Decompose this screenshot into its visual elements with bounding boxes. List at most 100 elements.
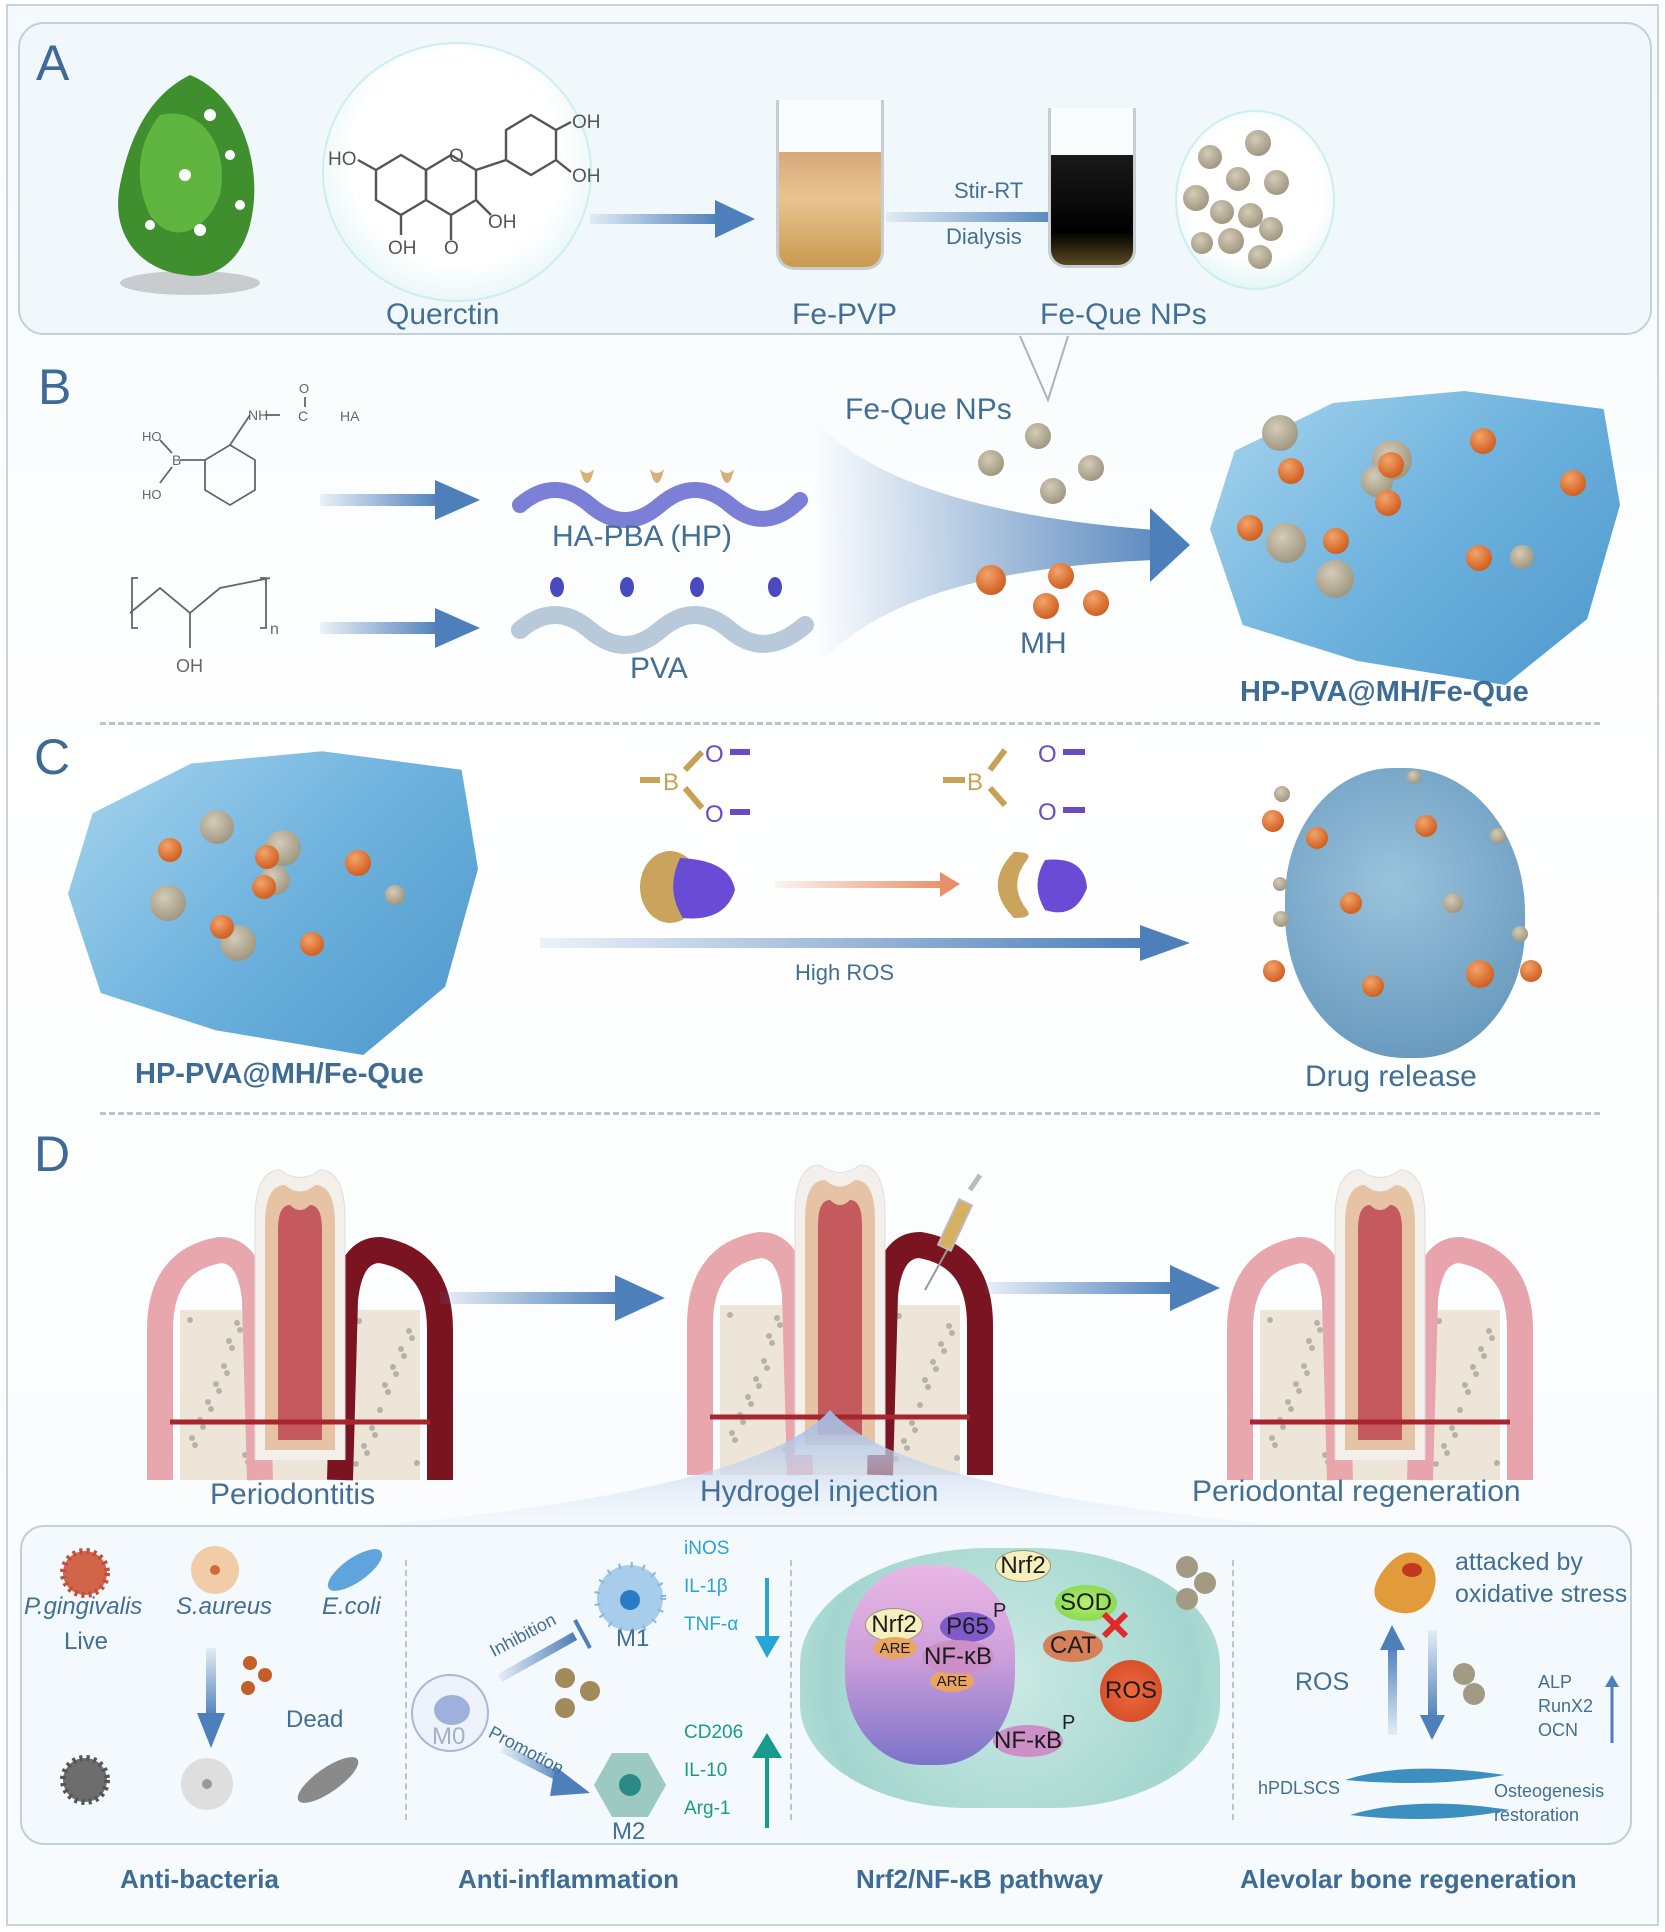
quercetin-structure: O OH OH HO OH OH O: [328, 112, 601, 259]
osteogenic-marker: RunX2: [1538, 1696, 1594, 1716]
dead-label: Dead: [286, 1706, 344, 1733]
hydrogel-c-label: HP-PVA@MH/Fe-Que: [135, 1058, 424, 1090]
fe-que-nanoparticle: [1025, 423, 1051, 449]
fe-que-nanoparticle: [1245, 130, 1271, 156]
quercetin-label: Querctin: [386, 298, 500, 331]
markers-up-arrow: [1605, 1675, 1619, 1743]
nfkb-cytoplasm-oval: NF-κB: [993, 1725, 1063, 1757]
cat-oval: CAT: [1043, 1630, 1103, 1662]
panel-c-letter: C: [34, 729, 71, 785]
chem-n: n: [270, 621, 279, 638]
p65-phospho: P: [993, 1600, 1007, 1622]
nrf2-nucleus-oval: Nrf2: [865, 1608, 923, 1642]
step-dialysis-label: Dialysis: [946, 224, 1022, 249]
chem-o-ring: O: [449, 146, 464, 167]
fe-que-nanoparticle: [1273, 877, 1287, 891]
fe-que-nanoparticle: [1274, 786, 1290, 802]
bound-complex-icon: [640, 851, 735, 923]
mh-label: MH: [1020, 627, 1067, 660]
mh-particle: [1362, 975, 1384, 997]
hpdlsc-cells-icon: [1345, 1768, 1510, 1819]
fe-que-nanoparticle: [1183, 185, 1209, 211]
mh-particle: [300, 932, 324, 956]
nrf2-cytoplasm-oval: Nrf2: [995, 1550, 1051, 1582]
fe-que-nanoparticle: [1264, 170, 1289, 195]
mh-particle: [158, 838, 182, 862]
chem-o-keto: O: [444, 238, 459, 259]
mh-particle: [1340, 892, 1362, 914]
tooth-illustration-1: [147, 1169, 453, 1481]
callout-pointer: [1019, 335, 1069, 403]
mh-particle: [976, 565, 1006, 595]
fe-que-nanoparticle: [1218, 228, 1244, 254]
mh-particle: [1237, 515, 1263, 541]
fe-que-nanoparticle: [1191, 232, 1213, 254]
mh-particle: [1262, 810, 1284, 832]
divider-bc: [100, 722, 1600, 725]
mh-particle: [1466, 545, 1492, 571]
pba-structure: NH C O HA HO HO B: [142, 381, 360, 507]
fe-que-nanoparticle: [978, 450, 1004, 476]
syringe-icon: [924, 1173, 983, 1291]
anti-inflammation-title: Anti-inflammation: [458, 1864, 679, 1894]
stress-label-line1: attacked by: [1455, 1548, 1583, 1576]
panel-b-letter: B: [38, 359, 72, 415]
bond-o-label-3: O: [1038, 741, 1057, 768]
fe-que-nanoparticle: [385, 885, 405, 905]
chem-c: C: [298, 408, 308, 424]
fe-que-nanoparticle: [1040, 478, 1066, 504]
bond-b-label-2: B: [967, 769, 983, 796]
m0-label: M0: [432, 1723, 466, 1750]
mh-particle: [1263, 960, 1285, 982]
arrow-a1-icon: [590, 200, 755, 238]
mh-particle: [345, 850, 371, 876]
species-pgingivalis: P.gingivalis: [24, 1593, 143, 1620]
pva-chain-icon: [511, 577, 814, 654]
step-stir-label: Stir-RT: [954, 178, 1024, 203]
panel-a-letter: A: [36, 35, 70, 91]
panel-d-letter: D: [34, 1126, 71, 1182]
fe-que-nanoparticle: [1238, 203, 1263, 228]
mh-particle: [1278, 458, 1304, 484]
fe-que-nanoparticle: [1490, 828, 1506, 844]
high-ros-arrow-icon: [540, 925, 1190, 961]
divider-cd: [100, 1112, 1600, 1115]
tooth-illustration-3: [1227, 1169, 1533, 1481]
m2-label: M2: [612, 1818, 646, 1845]
quercetin-bubble: [322, 42, 592, 302]
m2-marker: CD206: [684, 1722, 744, 1743]
tooth-illustration-2: [687, 1164, 993, 1476]
hydrogel-b-label: HP-PVA@MH/Fe-Que: [1240, 676, 1529, 708]
arrow-d2-icon: [985, 1265, 1220, 1311]
fe-que-np-label: Fe-Que NPs: [845, 393, 1012, 426]
ros-circle: ROS: [1100, 1660, 1162, 1722]
bone-nps: [1453, 1663, 1485, 1705]
divider-v1: [405, 1560, 407, 1820]
chem-nh: NH: [248, 407, 268, 423]
mh-particle: [1466, 960, 1494, 988]
m1-marker: iNOS: [684, 1538, 730, 1559]
osteogenic-marker: OCN: [1538, 1720, 1578, 1740]
fe-que-nanoparticle: [150, 885, 186, 921]
m1-marker: TNF-α: [684, 1614, 739, 1635]
drug-release-label: Drug release: [1305, 1060, 1477, 1093]
bacteria-illustrations: [60, 1546, 383, 1810]
chem-carbonyl-o: O: [299, 381, 309, 396]
chem-oh-2: OH: [572, 166, 601, 187]
hydrogel-c: [68, 751, 478, 1055]
pva-label: PVA: [630, 652, 688, 685]
ha-pba-label: HA-PBA (HP): [552, 520, 733, 553]
fe-que-nanoparticle: [1259, 217, 1283, 241]
separated-complex-icon: [997, 852, 1087, 918]
stage-regeneration-label: Periodontal regeneration: [1192, 1475, 1521, 1508]
m2-marker: Arg-1: [684, 1798, 731, 1819]
mh-particle: [1470, 428, 1496, 454]
nfkb-nucleus-oval: NF-κB: [922, 1640, 994, 1674]
fe-que-nanoparticle: [1262, 415, 1298, 451]
boronate-bond-intact: B O O: [640, 741, 750, 828]
fe-que-nanoparticle: [1316, 560, 1354, 598]
arrow-b1-icon: [320, 480, 480, 520]
merge-arrow-icon: [815, 420, 1190, 670]
outcome-label-line2: restoration: [1494, 1805, 1580, 1825]
cleave-arrow-icon: [775, 872, 960, 897]
